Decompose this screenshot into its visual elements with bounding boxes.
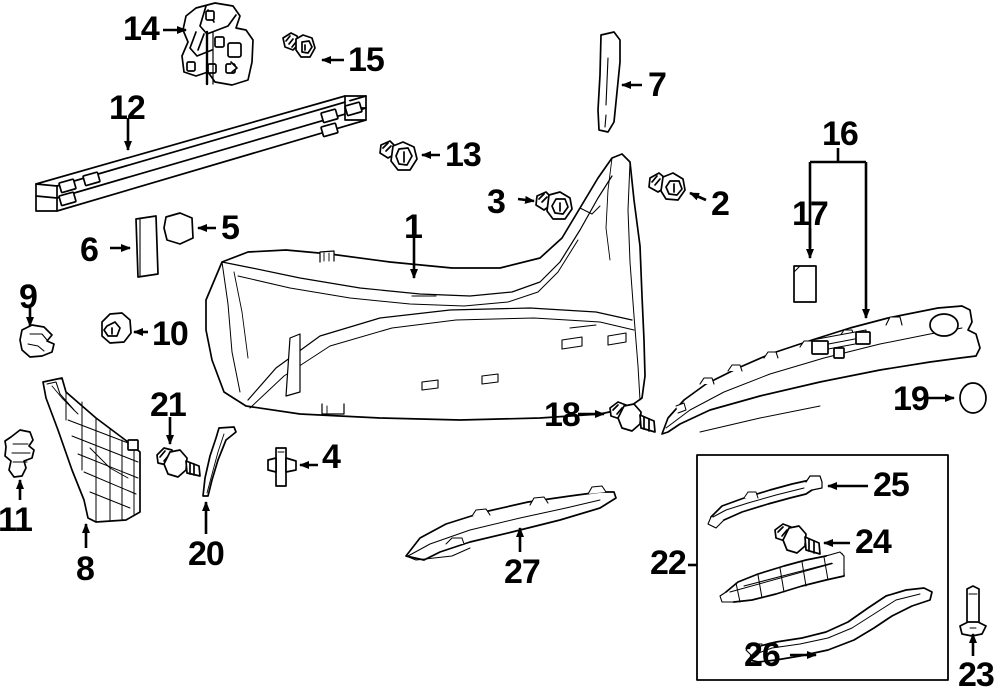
callout-label-17[interactable]: 17 [792, 195, 829, 233]
part-10-grommet [101, 312, 132, 344]
part-18-bolt [609, 401, 656, 433]
callout-label-3[interactable]: 3 [487, 183, 506, 221]
part-17-spacer [793, 265, 817, 303]
part-11-push-nut [4, 429, 35, 478]
callout-label-25[interactable]: 25 [873, 466, 910, 504]
callout-label-19[interactable]: 19 [893, 380, 930, 418]
part-19-lower-valance [661, 305, 981, 435]
part-9-retainer-clip [19, 324, 55, 358]
callout-label-10[interactable]: 10 [152, 315, 189, 353]
part-15-bolt [282, 32, 316, 58]
callout-label-26[interactable]: 26 [744, 636, 781, 674]
callout-label-22[interactable]: 22 [650, 544, 687, 582]
part-12-reinforcement-bar [35, 95, 367, 212]
callout-label-8[interactable]: 8 [76, 550, 95, 588]
callout-label-13[interactable]: 13 [445, 136, 482, 174]
callout-label-16[interactable]: 16 [822, 115, 859, 153]
callout-label-24[interactable]: 24 [855, 523, 892, 561]
callout-label-20[interactable]: 20 [188, 535, 225, 573]
callout-label-5[interactable]: 5 [221, 209, 240, 247]
part-14-mounting-bracket [181, 2, 254, 86]
part-3-bolt [535, 191, 573, 220]
part-26-spoiler-trim [745, 587, 933, 663]
callout-label-1[interactable]: 1 [404, 208, 423, 246]
callout-label-14[interactable]: 14 [123, 10, 160, 48]
part-27-reflector-molding [405, 485, 617, 561]
callout-label-27[interactable]: 27 [504, 553, 541, 591]
leader-3 [517, 195, 535, 204]
callout-label-23[interactable]: 23 [958, 656, 995, 694]
part-6-side-retainer [135, 215, 159, 278]
part-1-bumper-cover [205, 153, 646, 421]
part-13-bolt [379, 140, 418, 171]
part-26-spoiler-body [719, 551, 845, 603]
callout-label-7[interactable]: 7 [648, 66, 667, 104]
leader-2 [689, 191, 707, 202]
callout-label-18[interactable]: 18 [544, 396, 581, 434]
callout-label-4[interactable]: 4 [322, 438, 341, 476]
callout-label-11[interactable]: 11 [0, 501, 33, 539]
part-23-pin-clip [959, 585, 987, 637]
part-25-spoiler-bracket [707, 475, 823, 529]
part-20-support-rod [202, 426, 237, 497]
leader-lines [16, 26, 977, 659]
callout-label-21[interactable]: 21 [150, 386, 187, 424]
part-4-clip [267, 447, 297, 487]
part-24-bolt [774, 523, 821, 555]
part-21-bolt [156, 447, 201, 478]
callout-label-2[interactable]: 2 [711, 185, 730, 223]
group-box-22 [696, 454, 949, 681]
callout-label-15[interactable]: 15 [348, 41, 385, 79]
callout-label-6[interactable]: 6 [80, 231, 99, 269]
part-19-oval-plug [959, 382, 987, 414]
callout-label-9[interactable]: 9 [19, 278, 38, 316]
part-5-absorber-pad [163, 212, 194, 245]
part-7-side-seal [597, 31, 621, 133]
part-2-bolt [648, 172, 686, 201]
callout-label-12[interactable]: 12 [109, 89, 146, 127]
part-8-side-bracket [42, 377, 141, 523]
